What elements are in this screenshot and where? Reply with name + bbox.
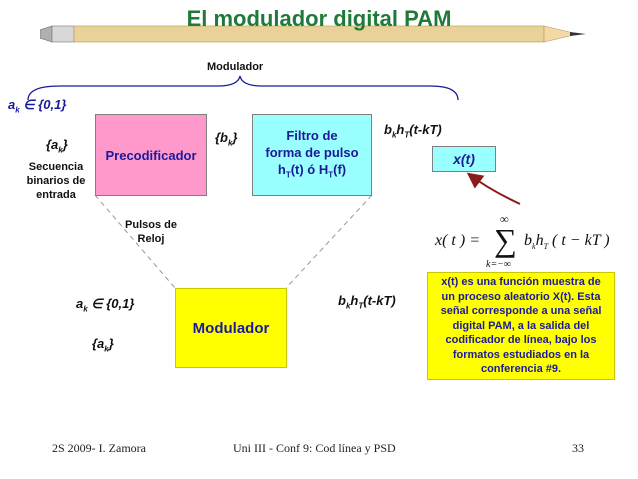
k-subscript: k [58,145,63,155]
k-subscript: k [15,105,20,115]
footer-left: 2S 2009- I. Zamora [52,441,146,455]
arg-term: (t-kT) [363,293,396,308]
equation-rhs: bkhT ( t − kT ) [524,232,610,251]
footer-right: 33 [572,441,584,455]
filter-or: (t) ó H [290,161,329,177]
note-text: x(t) es una función muestra de un proces… [440,276,602,376]
t-subscript: T [285,170,291,180]
rhs-b: b [524,232,532,249]
k-subscript: k [532,242,536,252]
clock-label: Pulsos de Reloj [125,219,177,245]
ak-seq-top: {ak} [46,137,68,155]
k-subscript: k [345,301,351,311]
note-box: x(t) es una función muestra de un proces… [427,272,615,380]
filter-label-line1: Filtro de [286,127,338,143]
t-subscript: T [543,242,549,252]
k-subscript: k [104,344,109,354]
ak-symbol: a [8,97,16,112]
t-subscript: T [328,170,334,180]
precoder-label: Precodificador [105,147,197,163]
b-term: b [338,293,346,308]
output-expr-bottom: bkhT(t-kT) [338,293,396,311]
modulator-brace-label: Modulador [207,61,264,73]
xt-output-box: x(t) [432,146,496,172]
h-term: h [396,122,405,137]
ak-seq-bottom: {ak} [92,336,114,354]
filter-label-line3: hT(t) ó HT(f) [278,161,346,184]
rhs-arg: ( t − kT ) [548,232,610,249]
k-subscript: k [83,304,88,314]
filter-h: h [277,161,286,177]
ak-seq-open: {a [92,336,105,351]
page-title: El modulador digital PAM [186,6,452,31]
input-label: Secuencia binarios de entrada [26,161,86,201]
t-subscript: T [358,301,364,311]
sum-symbol: ∑ [494,222,517,258]
pulse-shaping-filter-block: Filtro de forma de pulso hT(t) ó HT(f) [252,114,372,196]
h-term: h [350,293,359,308]
equation-lhs: x( t ) = [435,232,480,249]
ak-seq-open: {a [46,137,59,152]
modulator-label: Modulador [192,319,270,337]
filter-label-line2: forma de pulso [265,144,359,160]
xt-label: x(t) [453,151,475,167]
bk-close: } [232,130,238,145]
ak-set-suffix: ∈ {0,1} [87,296,135,311]
ak-seq-close: } [108,336,114,351]
sum-bottom: k=−∞ [486,259,512,270]
output-expr-top: bkhT(t-kT) [384,122,442,140]
pencil-icon [40,25,586,43]
ak-symbol: a [76,296,84,311]
ak-seq-close: } [62,137,68,152]
bk-open: {b [215,130,228,145]
filter-f: (f) [333,161,347,177]
bk-seq-label: {bk} [215,130,238,148]
sum-top: ∞ [500,212,509,226]
b-term: b [384,122,392,137]
rhs-h: h [535,232,544,249]
ak-set-top: ak ∈ {0,1} [8,97,66,115]
k-subscript: k [391,130,397,140]
t-subscript: T [404,130,410,140]
footer-center: Uni III - Conf 9: Cod línea y PSD [233,441,396,455]
precoder-block: Precodificador [95,114,207,196]
modulator-block: Modulador [175,288,287,368]
arg-term: (t-kT) [409,122,442,137]
ak-set-bottom: ak ∈ {0,1} [76,296,134,314]
ak-set-suffix: ∈ {0,1} [19,97,67,112]
k-subscript: k [228,138,233,148]
